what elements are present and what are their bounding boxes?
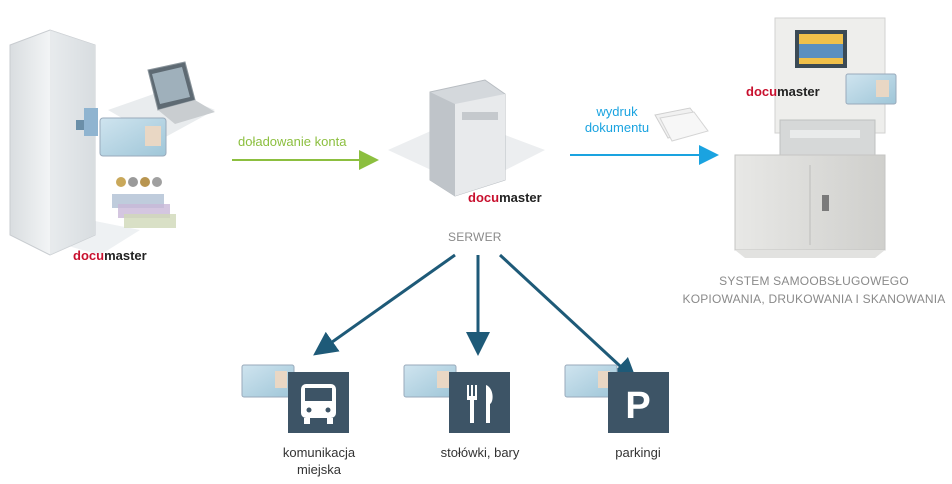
service-parking: P bbox=[564, 364, 669, 433]
server-label: SERWER bbox=[448, 230, 502, 244]
print-label: wydruk dokumentu bbox=[582, 104, 652, 136]
print-label-line2: dokumentu bbox=[584, 120, 650, 135]
service-label-canteen: stołówki, bary bbox=[440, 445, 520, 460]
print-label-line1: wydruk bbox=[596, 104, 638, 119]
self-service-station bbox=[734, 17, 897, 258]
service-label-line2: miejska bbox=[296, 462, 342, 477]
service-label-line1: komunikacja bbox=[282, 445, 356, 460]
brand-logo-kiosk: documaster bbox=[73, 248, 147, 263]
service-label-parking: parkingi bbox=[615, 445, 661, 460]
server-illustration bbox=[388, 79, 545, 197]
system-label: SYSTEM SAMOOBSŁUGOWEGO KOPIOWANIA, DRUKO… bbox=[680, 272, 948, 308]
paper-documents-icon bbox=[654, 107, 709, 142]
arrow-to-transport bbox=[313, 253, 456, 356]
service-transport bbox=[241, 364, 349, 433]
service-canteen bbox=[403, 364, 510, 433]
arrow-to-parking bbox=[498, 253, 638, 383]
fork-knife-icon bbox=[449, 372, 510, 433]
id-card-left bbox=[99, 117, 167, 157]
kiosk-illustration bbox=[9, 29, 140, 256]
brand-logo-server: documaster bbox=[468, 190, 542, 205]
parking-icon bbox=[608, 372, 669, 433]
system-label-line2: KOPIOWANIA, DRUKOWANIA I SKANOWANIA bbox=[682, 292, 946, 306]
service-label-transport: komunikacja miejska bbox=[269, 444, 369, 478]
coins-and-banknotes bbox=[112, 177, 176, 228]
topup-label: doładowanie konta bbox=[238, 134, 347, 149]
svg-text:P: P bbox=[625, 385, 650, 427]
laptop-illustration bbox=[108, 61, 215, 140]
system-label-line1: SYSTEM SAMOOBSŁUGOWEGO bbox=[719, 274, 909, 288]
brand-logo-station: documaster bbox=[746, 84, 820, 99]
